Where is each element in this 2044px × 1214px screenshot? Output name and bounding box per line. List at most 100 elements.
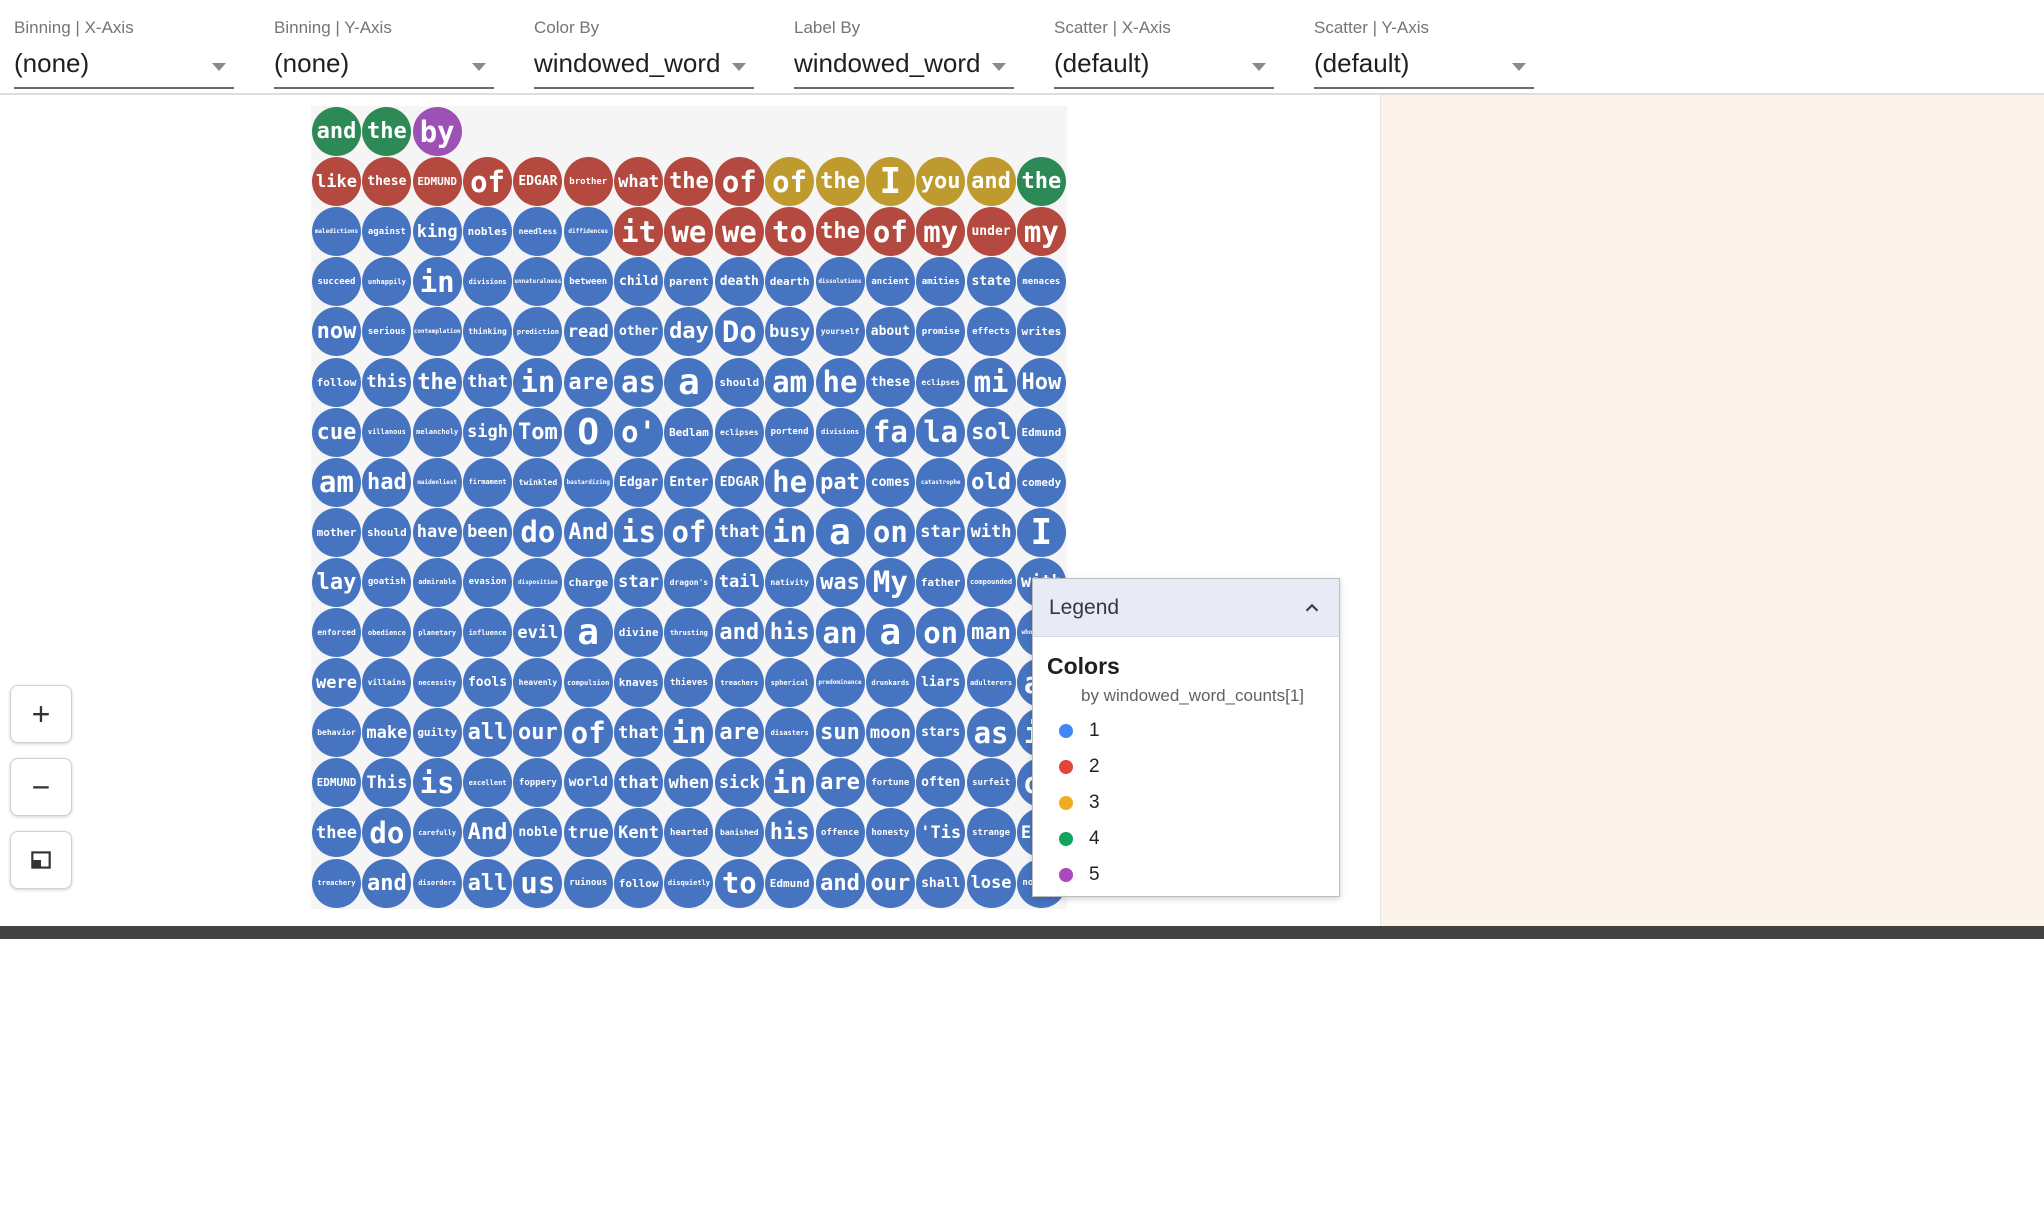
word-bubble[interactable]: all [463, 708, 513, 758]
word-bubble[interactable]: foppery [513, 758, 563, 808]
word-bubble[interactable]: in [765, 507, 815, 557]
word-bubble[interactable]: do [513, 507, 563, 557]
word-bubble[interactable]: necessity [412, 658, 462, 708]
word-bubble[interactable]: the [664, 157, 714, 207]
word-bubble[interactable]: against [362, 207, 412, 257]
word-bubble[interactable]: a [865, 608, 915, 657]
word-bubble[interactable]: amities [916, 257, 966, 307]
word-bubble[interactable]: charge [563, 557, 613, 607]
word-bubble[interactable]: mother [312, 507, 361, 557]
word-bubble[interactable]: when [664, 758, 714, 808]
word-bubble[interactable]: divisions [463, 257, 513, 307]
word-bubble[interactable]: nobles [463, 207, 513, 257]
word-bubble[interactable]: have [412, 507, 462, 557]
word-bubble[interactable]: la [916, 407, 966, 457]
word-bubble[interactable]: excellent [463, 758, 513, 808]
word-bubble[interactable]: day [664, 307, 714, 357]
word-bubble[interactable]: what [614, 157, 664, 207]
word-bubble[interactable]: effects [966, 307, 1016, 357]
word-bubble[interactable]: been [463, 507, 513, 557]
word-bubble[interactable]: twinkled [513, 457, 563, 507]
word-bubble[interactable]: on [916, 608, 966, 657]
word-bubble[interactable]: in [513, 357, 563, 407]
word-bubble[interactable]: world [563, 758, 613, 808]
word-bubble[interactable]: had [362, 457, 412, 507]
dropdown-label-by[interactable]: Label By windowed_word_counts[1] [794, 0, 1014, 89]
word-bubble[interactable]: promise [916, 307, 966, 357]
word-bubble[interactable]: in [765, 758, 815, 808]
word-bubble[interactable]: maledictions [312, 207, 361, 257]
word-bubble[interactable]: Enter [664, 457, 714, 507]
word-bubble[interactable]: strange [966, 808, 1016, 858]
word-bubble[interactable]: that [614, 708, 664, 758]
word-bubble[interactable]: he [815, 357, 865, 407]
word-bubble[interactable]: honesty [865, 808, 915, 858]
word-bubble[interactable]: This [362, 758, 412, 808]
word-bubble[interactable]: offence [815, 808, 865, 858]
word-bubble[interactable]: Do [714, 307, 764, 357]
word-bubble[interactable]: catastrophe [916, 457, 966, 507]
word-bubble[interactable]: state [966, 257, 1016, 307]
word-bubble[interactable]: disorders [412, 858, 462, 908]
word-bubble[interactable]: contemplation [412, 307, 462, 357]
word-bubble[interactable]: that [463, 357, 513, 407]
word-bubble[interactable]: the [362, 107, 412, 156]
word-bubble[interactable]: liars [916, 658, 966, 708]
word-bubble[interactable]: an [815, 608, 865, 657]
word-bubble[interactable]: EDMUND [312, 758, 361, 808]
word-bubble[interactable]: fools [463, 658, 513, 708]
word-bubble[interactable]: and [966, 157, 1016, 207]
word-bubble[interactable]: thieves [664, 658, 714, 708]
word-bubble[interactable]: compounded [966, 557, 1016, 607]
word-bubble[interactable]: is [412, 758, 462, 808]
word-bubble[interactable]: unnaturalness [513, 257, 563, 307]
word-bubble[interactable]: to [765, 207, 815, 257]
word-bubble[interactable]: his [765, 808, 815, 858]
word-bubble[interactable]: star [916, 507, 966, 557]
word-bubble[interactable]: in [412, 257, 462, 307]
word-bubble[interactable]: old [966, 457, 1016, 507]
word-bubble[interactable]: this [362, 357, 412, 407]
word-bubble[interactable]: carefully [412, 808, 462, 858]
word-bubble[interactable]: lay [312, 557, 361, 607]
word-bubble[interactable]: portend [765, 407, 815, 457]
word-bubble[interactable]: moon [865, 708, 915, 758]
word-bubble[interactable]: banished [714, 808, 764, 858]
word-bubble[interactable]: adulterers [966, 658, 1016, 708]
word-bubble[interactable]: And [463, 808, 513, 858]
word-bubble[interactable]: succeed [312, 257, 361, 307]
word-bubble[interactable]: of [563, 708, 613, 758]
word-bubble[interactable]: he [765, 457, 815, 507]
word-bubble[interactable]: goatish [362, 557, 412, 607]
word-bubble[interactable]: parent [664, 257, 714, 307]
word-bubble[interactable]: mi [966, 357, 1016, 407]
word-bubble[interactable]: between [563, 257, 613, 307]
word-bubble[interactable]: o' [614, 407, 664, 457]
word-bubble[interactable]: all [463, 858, 513, 908]
word-bubble[interactable]: is [614, 507, 664, 557]
word-bubble[interactable]: should [714, 357, 764, 407]
word-bubble[interactable]: child [614, 257, 664, 307]
word-bubble[interactable]: as [966, 708, 1016, 758]
word-bubble[interactable]: villains [362, 658, 412, 708]
word-bubble[interactable]: sol [966, 407, 1016, 457]
word-bubble[interactable]: pat [815, 457, 865, 507]
word-bubble[interactable]: lose [966, 858, 1016, 908]
word-bubble[interactable]: by [412, 107, 462, 156]
word-bubble[interactable]: a [563, 608, 613, 657]
dropdown-binning-y-axis[interactable]: Binning | Y-Axis (none) [274, 0, 494, 89]
word-bubble[interactable]: heavenly [513, 658, 563, 708]
word-bubble[interactable]: of [664, 507, 714, 557]
dropdown-scatter-y-axis[interactable]: Scatter | Y-Axis (default) [1314, 0, 1534, 89]
word-bubble[interactable]: man [966, 608, 1016, 657]
word-bubble[interactable]: am [312, 457, 361, 507]
word-bubble[interactable]: influence [463, 608, 513, 657]
word-bubble[interactable]: of [865, 207, 915, 257]
word-bubble[interactable]: and [312, 107, 361, 156]
word-bubble[interactable]: fa [865, 407, 915, 457]
word-bubble[interactable]: father [916, 557, 966, 607]
word-bubble[interactable]: spherical [765, 658, 815, 708]
word-bubble[interactable]: menaces [1016, 257, 1066, 307]
word-bubble[interactable]: it [614, 207, 664, 257]
word-bubble[interactable]: that [714, 507, 764, 557]
